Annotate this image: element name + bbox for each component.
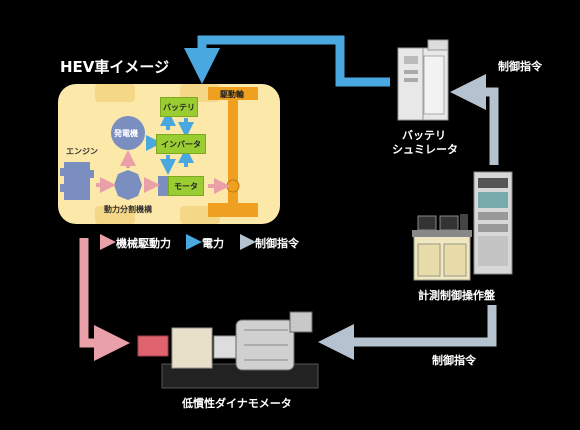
control-rack-icon: [473, 171, 513, 275]
generator-icon: [111, 116, 145, 150]
power-split-label: 動力分割機構: [104, 205, 152, 214]
drive-shaft-box: [208, 87, 258, 100]
mechanical-flow-arrow: [79, 238, 130, 361]
dynamometer-icon: [137, 311, 319, 389]
control-flow-arrow-top: [450, 74, 499, 165]
signal-label-bottom: 制御指令: [432, 354, 476, 367]
dynamometer-label: 低慣性ダイナモメータ: [182, 397, 292, 410]
signal-label-top: 制御指令: [498, 60, 542, 73]
operator-desk-icon: [412, 214, 472, 281]
inverter-box: インバータ: [156, 134, 206, 154]
battery-simulator-icon: [397, 39, 449, 121]
engine-label: エンジン: [66, 147, 98, 156]
motor-box: モータ: [168, 176, 204, 196]
power-split-icon: [114, 170, 142, 200]
motor-housing: [158, 176, 168, 196]
hev-title: HEV車イメージ: [60, 58, 170, 76]
control-panel-label: 計測制御操作盤: [418, 289, 495, 302]
battery-simulator-label-1: バッテリ: [402, 129, 446, 142]
legend-electric: 電力: [202, 237, 224, 250]
battery-simulator-label-2: シュミレータ: [392, 143, 458, 156]
engine-icon: [60, 162, 94, 200]
legend-mechanical: 機械駆動力: [116, 237, 171, 250]
legend-control: 制御指令: [255, 237, 299, 250]
control-flow-arrow-bottom: [318, 305, 497, 360]
battery-box: バッテリ: [160, 97, 198, 117]
generator-label: 発電機: [114, 129, 138, 138]
electric-flow-arrow: [184, 35, 390, 87]
drive-shaft-label: 駆動輪: [220, 90, 244, 99]
